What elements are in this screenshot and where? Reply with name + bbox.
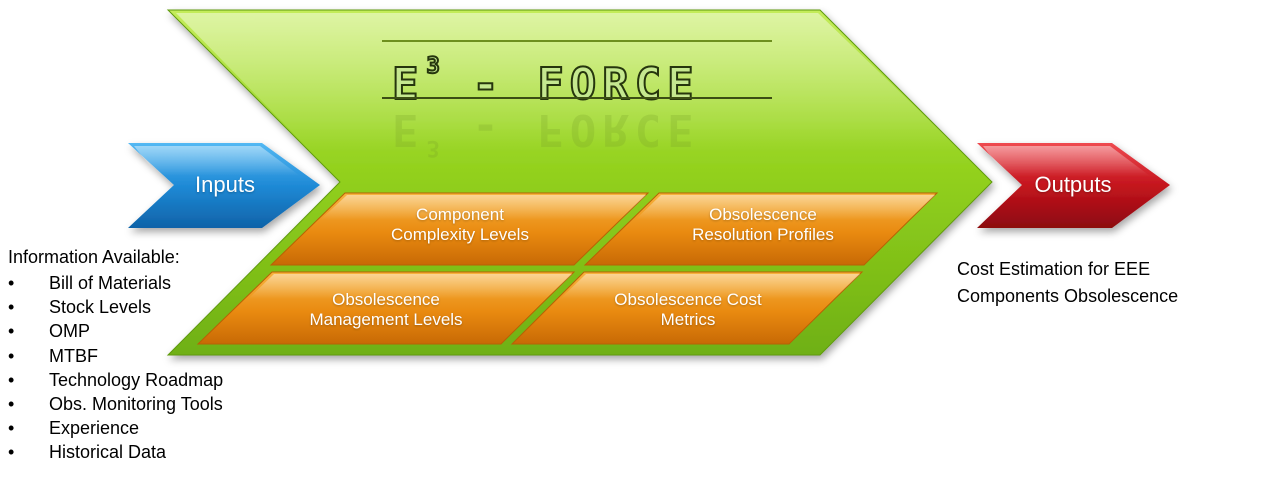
bullet-icon: • <box>8 297 15 318</box>
list-item: • Technology Roadmap <box>8 368 223 392</box>
information-list: • Bill of Materials • Stock Levels • OMP • M… <box>8 271 223 465</box>
bullet-icon: • <box>8 321 15 342</box>
outputs-label: Outputs <box>1034 172 1112 197</box>
box-obsolescence-cost-label: Obsolescence Cost Metrics <box>588 290 788 329</box>
list-item: • OMP <box>8 319 223 343</box>
inputs-label: Inputs <box>195 172 255 197</box>
bullet-icon: • <box>8 442 15 463</box>
list-item-text: Obs. Monitoring Tools <box>49 394 223 415</box>
list-item-text: Historical Data <box>49 442 167 463</box>
box-label-line: Management Levels <box>309 309 463 329</box>
box-shine-1 <box>320 195 646 220</box>
box-label-line: Complexity Levels <box>391 224 529 244</box>
box-label-line: Obsolescence <box>332 290 440 309</box>
outputs-line: Cost Estimation for EEE <box>957 259 1151 279</box>
list-item: • Obs. Monitoring Tools <box>8 392 223 416</box>
logo-top-bar <box>382 40 772 42</box>
box-shine-3 <box>248 274 572 299</box>
list-item-text: Technology Roadmap <box>49 369 224 390</box>
list-item: • Stock Levels <box>8 295 223 319</box>
list-item: • MTBF <box>8 344 223 368</box>
information-available-heading: Information Available: <box>8 247 180 267</box>
main-chevron-shine <box>176 13 960 150</box>
box-label-line: Resolution Profiles <box>692 224 834 244</box>
bullet-icon: • <box>8 418 15 439</box>
bullet-icon: • <box>8 369 15 390</box>
bullet-icon: • <box>8 345 15 366</box>
box-obsolescence-management-label: Obsolescence Management Levels <box>276 290 496 329</box>
box-label-line: Obsolescence Cost <box>614 290 762 309</box>
box-shine-2 <box>635 195 935 220</box>
outputs-arrow-shine <box>983 146 1150 176</box>
box-component-complexity-label: Component Complexity Levels <box>350 205 570 244</box>
box-label-line: Component <box>416 205 504 224</box>
outputs-line: Components Obsolescence <box>957 286 1179 306</box>
bullet-icon: • <box>8 273 15 293</box>
logo-underline <box>382 97 772 99</box>
list-item-text: MTBF <box>49 345 98 366</box>
list-item: • Experience <box>8 416 223 440</box>
list-item-text: Experience <box>49 418 140 439</box>
inputs-arrow-shine <box>134 146 300 176</box>
box-label-line: Obsolescence <box>709 205 817 224</box>
list-item: • Historical Data <box>8 440 223 464</box>
inputs-information-block: Information Available: • Bill of Material… <box>8 246 223 465</box>
box-shine-4 <box>560 274 860 299</box>
list-item-text: Stock Levels <box>49 297 152 318</box>
box-label-line: Metrics <box>660 309 716 329</box>
bullet-icon: • <box>8 394 15 415</box>
list-item-text: OMP <box>49 321 91 342</box>
e3-force-logo-reflection: E3 - FORCE <box>392 104 700 160</box>
box-obsolescence-resolution-label: Obsolescence Resolution Profiles <box>663 205 863 244</box>
list-item-text: Bill of Materials <box>49 273 172 293</box>
e3-force-logo: E3 - FORCE <box>391 53 700 111</box>
outputs-description: Cost Estimation for EEE Components Obsol… <box>957 256 1178 310</box>
list-item: • Bill of Materials <box>8 271 223 295</box>
